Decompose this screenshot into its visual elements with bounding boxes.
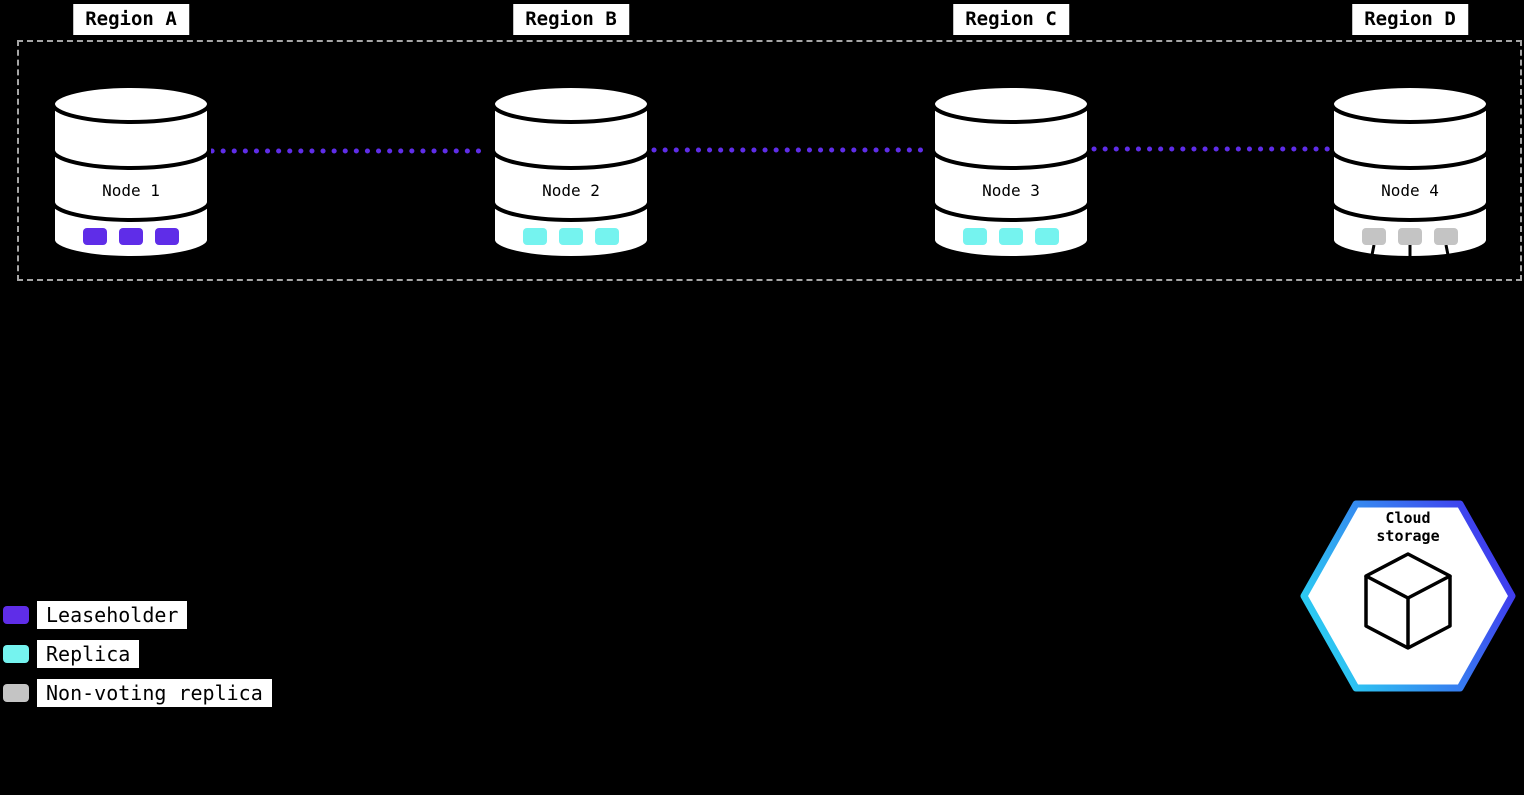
node-4-replicas [1328, 228, 1492, 245]
leaseholder-chip [119, 228, 143, 245]
region-label-c: Region C [953, 4, 1069, 35]
non-voting-replica-chip [1362, 228, 1386, 245]
cluster-boundary [17, 40, 1522, 281]
database-cylinder-icon [51, 84, 211, 260]
cloud-storage: Cloud storage [1298, 496, 1518, 696]
legend-item-leaseholder: Leaseholder [3, 601, 272, 629]
replica-chip [963, 228, 987, 245]
non-voting-replica-chip [1434, 228, 1458, 245]
cloud-storage-label-line2: storage [1376, 527, 1440, 545]
replica-chip [595, 228, 619, 245]
non-voting-replica-chip [1398, 228, 1422, 245]
node-1-label: Node 1 [102, 181, 160, 200]
cloud-storage-label-line1: Cloud [1385, 509, 1431, 527]
node-3-replicas [929, 228, 1093, 245]
leaseholder-chip [83, 228, 107, 245]
node-2-replicas [489, 228, 653, 245]
non-voting-replica-swatch-icon [3, 684, 29, 702]
legend-label-leaseholder: Leaseholder [37, 601, 188, 629]
replica-chip [999, 228, 1023, 245]
node-1: Node 1 [49, 80, 213, 290]
legend-item-replica: Replica [3, 640, 272, 668]
replica-chip [559, 228, 583, 245]
region-label-a: Region A [73, 4, 189, 35]
node-3-label: Node 3 [982, 181, 1040, 200]
legend-label-non-voting-replica: Non-voting replica [37, 679, 272, 707]
region-label-b: Region B [513, 4, 629, 35]
replica-swatch-icon [3, 645, 29, 663]
database-cylinder-icon [1330, 84, 1490, 260]
node-1-replicas [49, 228, 213, 245]
legend-item-non-voting-replica: Non-voting replica [3, 679, 272, 707]
non-voting-replica-leads [1366, 245, 1454, 276]
replica-chip [523, 228, 547, 245]
cloud-storage-label: Cloud storage [1298, 509, 1518, 545]
leaseholder-swatch-icon [3, 606, 29, 624]
node-4: Node 4 [1328, 80, 1492, 290]
node-2-label: Node 2 [542, 181, 600, 200]
storage-cube-icon [1364, 552, 1452, 650]
replica-chip [1035, 228, 1059, 245]
cloud-storage-hexagon-icon [1300, 500, 1516, 692]
node-4-label: Node 4 [1381, 181, 1439, 200]
region-label-d: Region D [1352, 4, 1468, 35]
legend: Leaseholder Replica Non-voting replica [3, 601, 272, 707]
node-2: Node 2 [489, 80, 653, 290]
node-3: Node 3 [929, 80, 1093, 290]
leaseholder-chip [155, 228, 179, 245]
legend-label-replica: Replica [37, 640, 140, 668]
database-cylinder-icon [491, 84, 651, 260]
database-cylinder-icon [931, 84, 1091, 260]
